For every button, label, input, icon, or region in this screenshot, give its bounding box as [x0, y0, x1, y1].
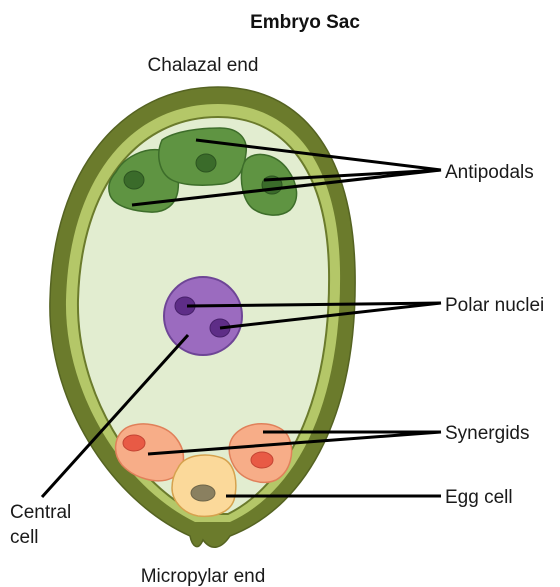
- synergid-nucleus-left: [123, 435, 145, 451]
- egg-cell: [172, 455, 236, 516]
- egg-cell-nucleus: [191, 485, 215, 501]
- antipodal-nucleus-middle: [196, 154, 216, 172]
- synergid-nucleus-right: [251, 452, 273, 468]
- label-polar-nuclei: Polar nuclei: [445, 295, 544, 316]
- label-central-cell-line2: cell: [10, 527, 39, 548]
- polar-nuclei-region: [164, 277, 242, 355]
- label-micropylar-end: Micropylar end: [141, 566, 266, 587]
- label-antipodals: Antipodals: [445, 162, 534, 183]
- label-chalazal-end: Chalazal end: [148, 55, 259, 76]
- diagram-title: Embryo Sac: [250, 12, 360, 33]
- polar-nuclei-cell: [164, 277, 242, 355]
- label-egg-cell: Egg cell: [445, 487, 513, 508]
- label-synergids: Synergids: [445, 423, 530, 444]
- antipodal-nucleus-left: [124, 171, 144, 189]
- label-central-cell-line1: Central: [10, 502, 71, 523]
